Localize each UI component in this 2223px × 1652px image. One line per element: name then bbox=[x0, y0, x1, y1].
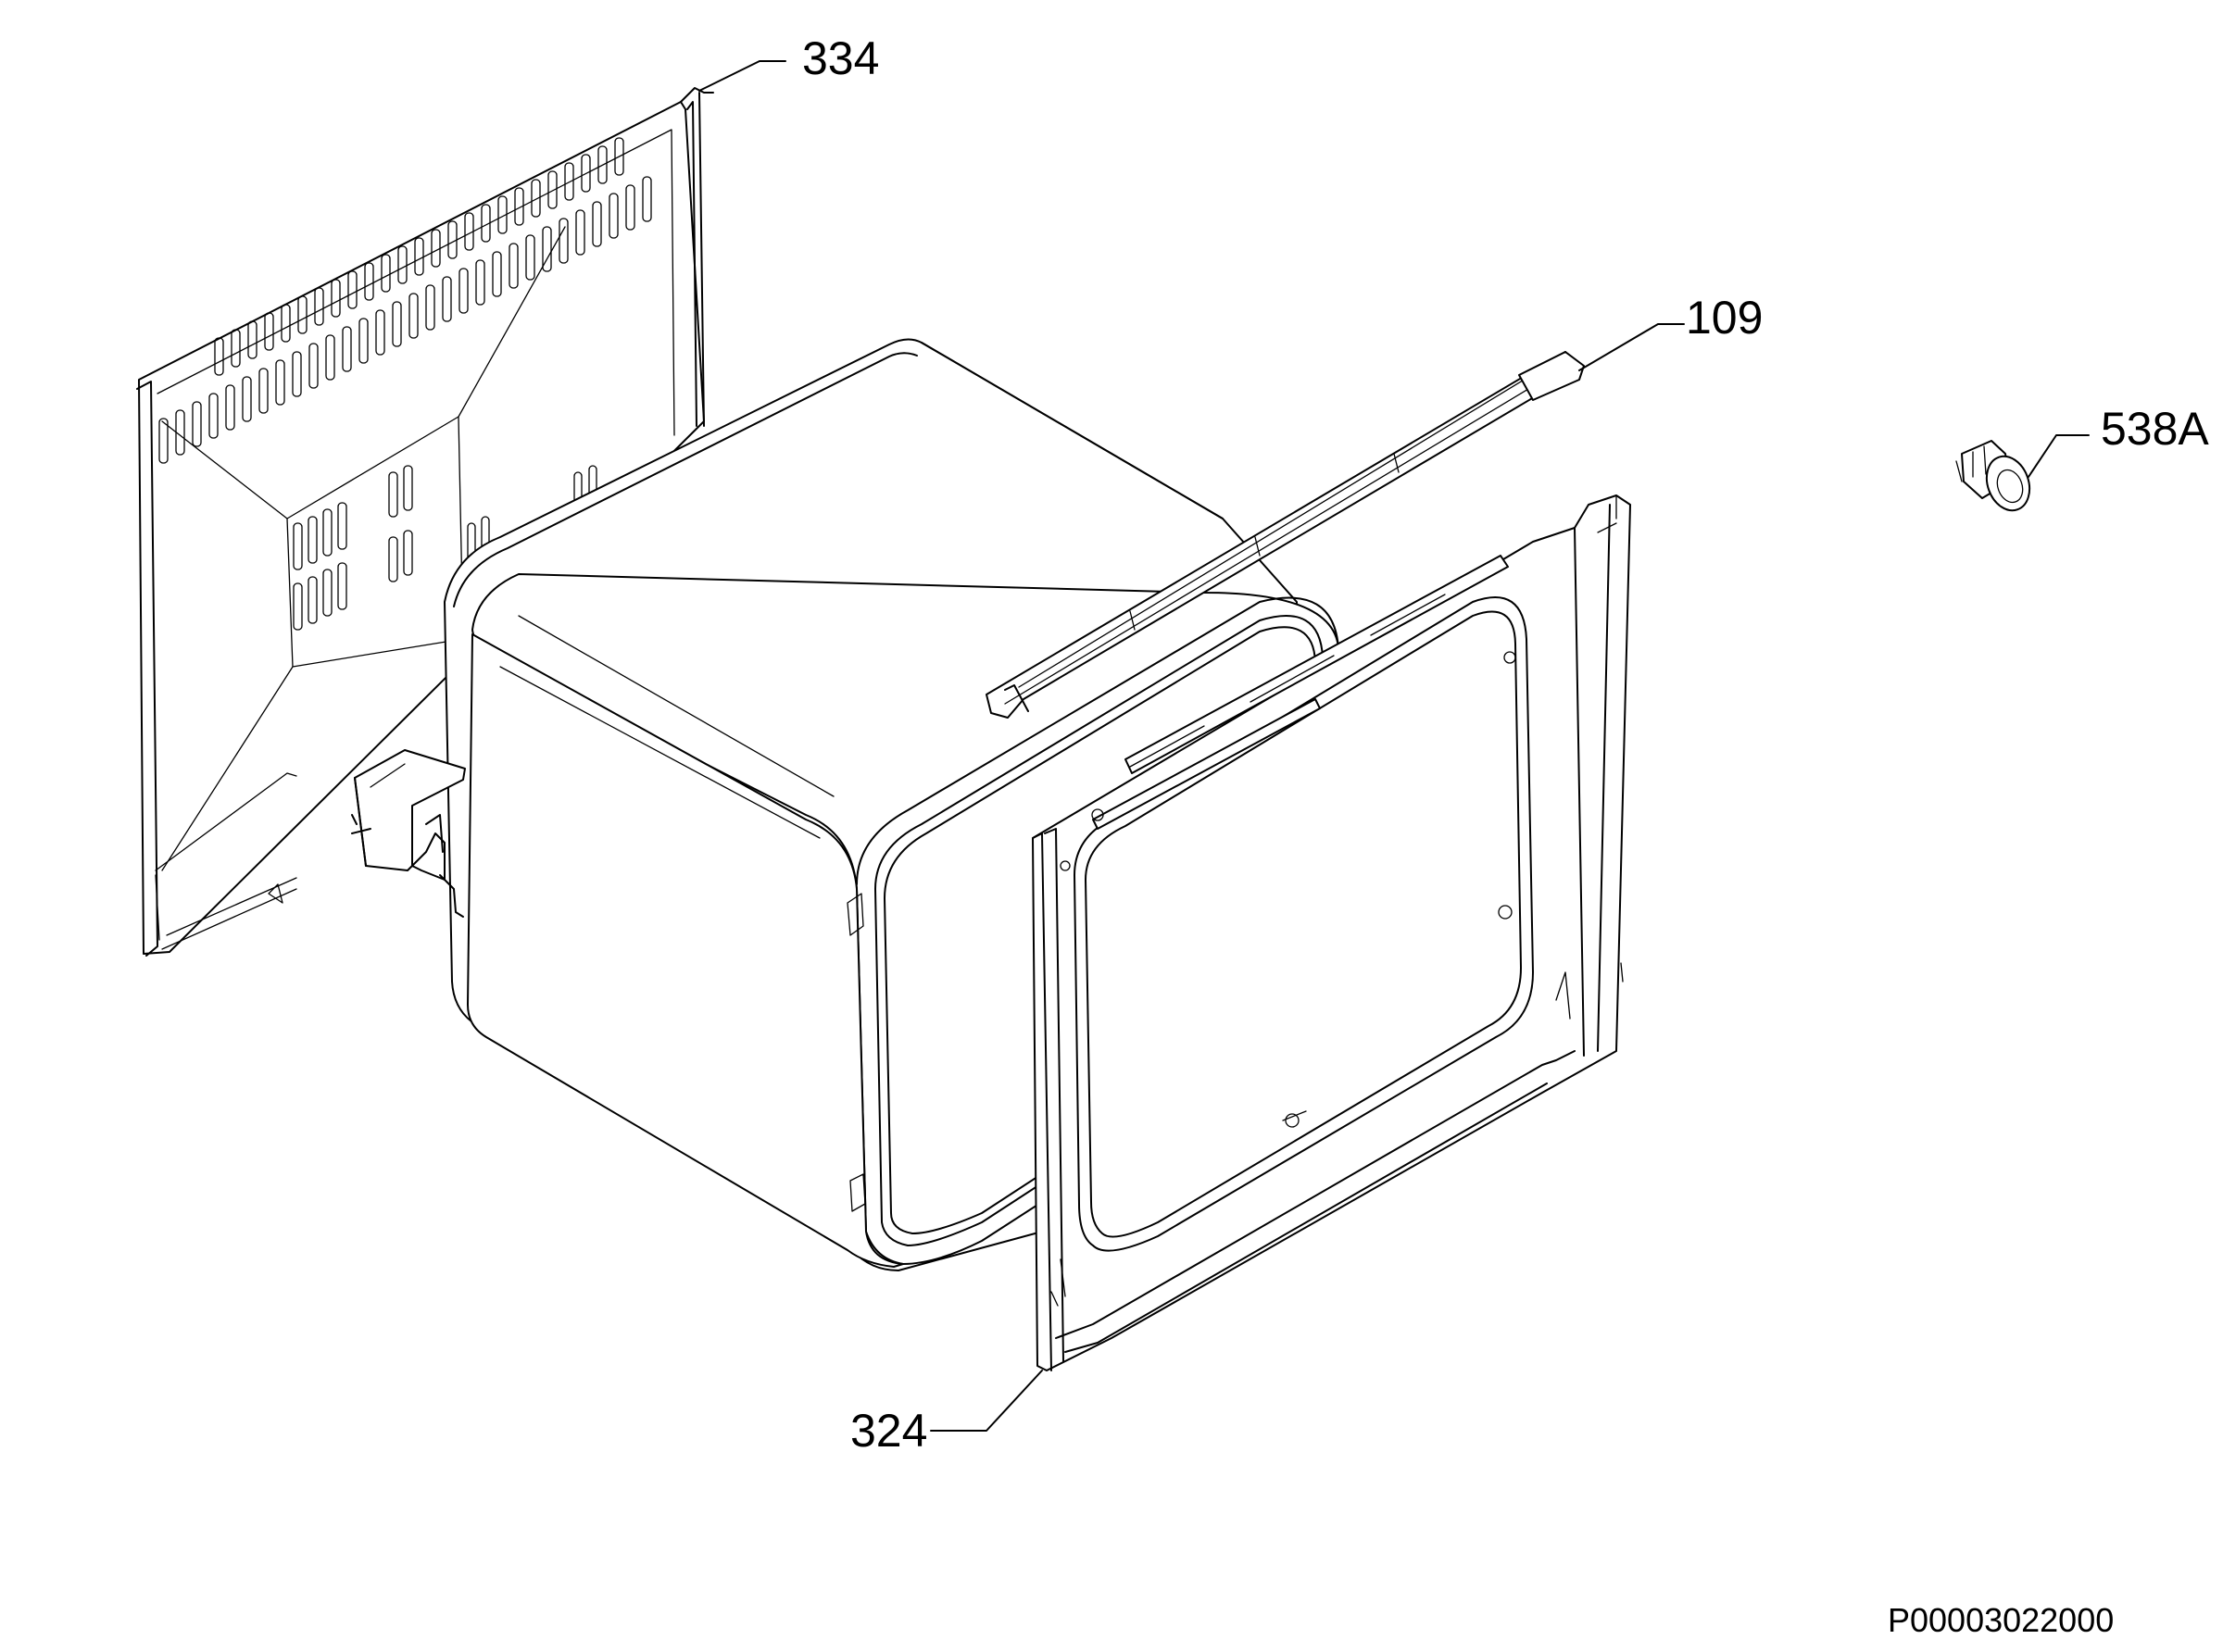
grommet-part-538a bbox=[1955, 440, 2031, 512]
callout-538a: 538A bbox=[2101, 403, 2209, 455]
callout-109: 109 bbox=[1686, 292, 1763, 344]
callout-324: 324 bbox=[850, 1405, 927, 1457]
side-bracket bbox=[351, 749, 466, 918]
upper-vent-slots bbox=[214, 137, 624, 376]
callout-334: 334 bbox=[802, 32, 879, 84]
rear-panel-part-334 bbox=[136, 87, 714, 957]
front-frame-part-324 bbox=[1032, 494, 1631, 1371]
leader-lines bbox=[698, 60, 2090, 1432]
drawing-code: P00003022000 bbox=[1888, 1601, 2114, 1639]
top-vent-slots bbox=[158, 176, 652, 464]
runner-rail-part-109 bbox=[986, 351, 1585, 719]
panel-vent-slots bbox=[293, 465, 597, 631]
